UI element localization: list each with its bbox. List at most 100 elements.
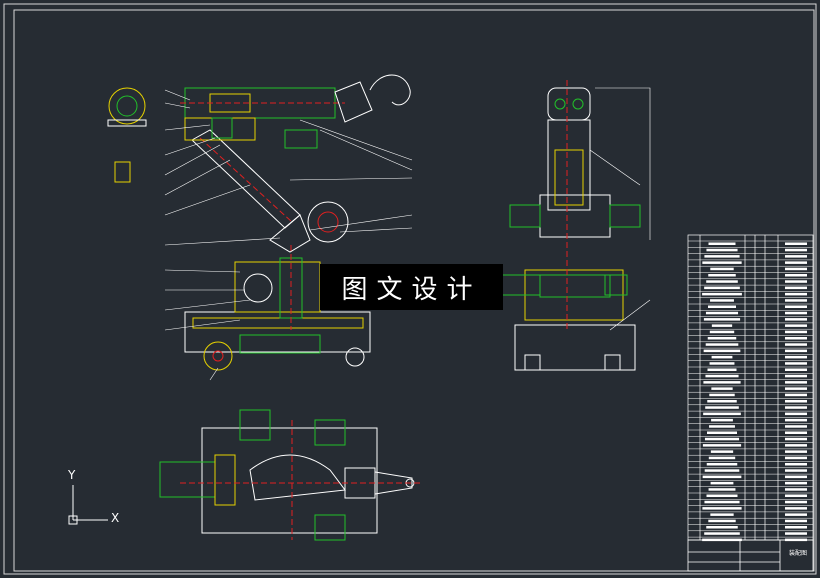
bom-cell-text xyxy=(702,507,742,510)
ucs-x-label: X xyxy=(111,511,120,525)
bom-cell-text xyxy=(785,337,807,340)
bom-cell-text xyxy=(707,368,737,371)
bom-cell-text xyxy=(785,318,807,321)
bom-cell-text xyxy=(785,248,807,252)
bom-cell-text xyxy=(702,292,742,296)
side-view xyxy=(499,80,651,371)
bom-cell-text xyxy=(785,488,807,491)
bom-cell-text xyxy=(704,500,740,504)
bom-cell-text xyxy=(706,463,738,466)
bom-cell-text xyxy=(785,381,807,384)
bom-cell-text xyxy=(785,343,807,346)
bom-cell-text xyxy=(708,305,736,308)
bom-cell-text xyxy=(706,248,738,252)
bom-cell-text xyxy=(702,444,742,447)
bom-cell-text xyxy=(703,349,741,353)
bom-cell-text xyxy=(785,305,807,308)
waist-housing xyxy=(234,261,321,313)
bom-cell-text xyxy=(785,286,807,290)
bom-cell-text xyxy=(785,494,807,497)
bom-cell-text xyxy=(705,311,739,315)
bom-cell-text xyxy=(711,418,733,422)
bom-cell-text xyxy=(785,513,807,516)
bom-cell-text xyxy=(785,255,807,258)
bom-cell-text xyxy=(702,261,742,264)
inner-frame xyxy=(13,9,815,572)
side-arm xyxy=(547,119,591,211)
bom-cell-text xyxy=(785,299,807,302)
bom-cell-text xyxy=(785,261,807,264)
bom-cell-text xyxy=(785,475,807,479)
hook xyxy=(369,74,411,106)
bom-cell-text xyxy=(703,412,741,416)
bom-cell-text xyxy=(710,513,734,516)
bom-cell-text xyxy=(705,406,739,409)
top-arm xyxy=(249,454,346,501)
bom-cell-text xyxy=(704,437,740,441)
bom-cell-text xyxy=(703,381,741,384)
bom-cell-text xyxy=(785,456,807,460)
side-base xyxy=(514,324,636,371)
bom-cell-text xyxy=(706,280,738,283)
bom-rows xyxy=(688,240,813,542)
bom-cell-text xyxy=(785,292,807,296)
bom-cell-text xyxy=(785,330,807,334)
bom-cell-text xyxy=(785,412,807,416)
bom-cell-text xyxy=(785,362,807,365)
bom-cell-text xyxy=(785,519,807,523)
bom-cell-text xyxy=(785,355,807,359)
bom-cell-text xyxy=(785,425,807,428)
bom-cell-text xyxy=(711,387,733,390)
watermark: 图文设计 xyxy=(320,264,503,310)
bom-cell-text xyxy=(709,330,735,334)
bom-cell-text xyxy=(707,400,737,403)
top-base xyxy=(201,427,378,534)
bom-cell-text xyxy=(785,526,807,529)
bom-cell-text xyxy=(785,349,807,353)
bom-cell-text xyxy=(785,267,807,271)
ucs-icon xyxy=(68,485,108,525)
bom-cell-text xyxy=(702,475,742,479)
front-view xyxy=(107,74,413,381)
bom-cell-text xyxy=(785,444,807,447)
bom-cell-text xyxy=(711,355,733,359)
bom-cell-text xyxy=(785,500,807,504)
bom-cell-text xyxy=(704,469,740,472)
bom-cell-text xyxy=(709,393,735,397)
bom-cell-text xyxy=(711,324,733,327)
bom-cell-text xyxy=(704,286,740,290)
title-block-drawing-name: 装配图 xyxy=(788,550,807,557)
lower-arm xyxy=(191,129,301,229)
bom-cell-text xyxy=(709,362,735,365)
bom-cell-text xyxy=(785,418,807,422)
bom-cell-text xyxy=(785,431,807,434)
bom-cell-text xyxy=(703,318,741,321)
bom-cell-text xyxy=(785,324,807,327)
bom-cell-text xyxy=(708,242,736,245)
bom-cell-text xyxy=(709,425,735,428)
bom-cell-text xyxy=(785,463,807,466)
bom-cell-text xyxy=(710,481,734,485)
side-head xyxy=(547,87,591,121)
bom-cell-text xyxy=(707,431,737,434)
bom-cell-text xyxy=(785,469,807,472)
bom-cell-text xyxy=(785,532,807,535)
bom-cell-text xyxy=(785,507,807,510)
bom-cell-text xyxy=(785,374,807,378)
bom-cell-text xyxy=(785,481,807,485)
bom-cell-text xyxy=(785,368,807,371)
bom-cell-text xyxy=(706,494,738,497)
bom-cell-text xyxy=(785,274,807,277)
bom-cell-text xyxy=(710,450,734,453)
wheel-right xyxy=(345,347,365,367)
wheel-left xyxy=(203,341,233,371)
ucs-y-label: Y xyxy=(68,468,76,482)
detail-section-c xyxy=(284,129,318,149)
detail-section-b xyxy=(114,161,131,183)
bom-cell-text xyxy=(785,450,807,453)
title-block xyxy=(687,539,814,572)
bom-cell-text xyxy=(708,456,736,460)
wrist xyxy=(334,81,373,123)
